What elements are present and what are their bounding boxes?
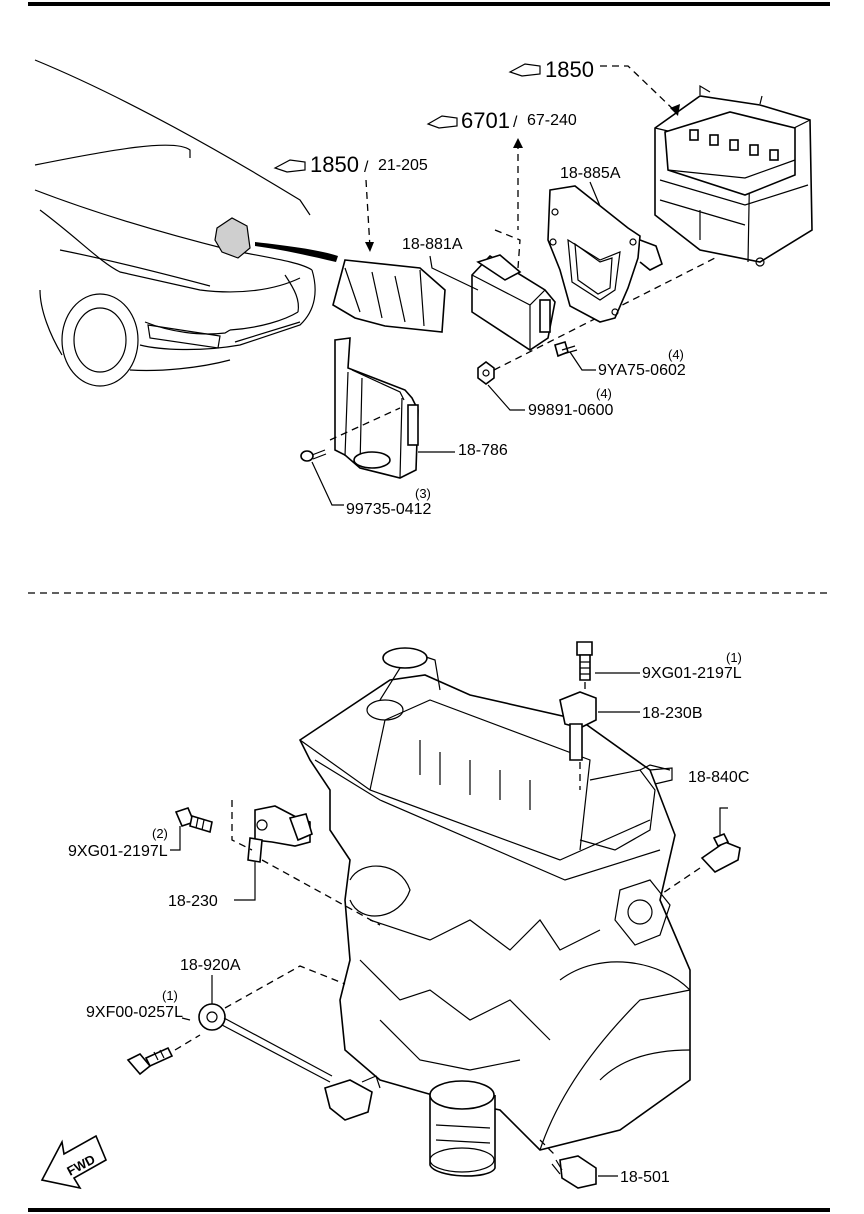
label-9xg01-2197l-left: 9XG01-2197L [68,843,168,860]
battery-ref-callout: 1850 [508,57,594,82]
label-9xf00-0257l: 9XF00-0257L [86,1004,183,1021]
sensor-18-230b [559,691,640,790]
pcm-location-marker [214,217,251,259]
qty-99735: (3) [415,486,431,501]
bracket-18-885a [547,185,663,323]
reference-hand-icon [273,159,306,173]
pcm-ref-sub: 67-240 [527,112,577,129]
upper-callouts: 1850 6701 / 67-240 1850 / 21-205 18-885A… [273,57,686,518]
top-border [28,2,830,6]
label-18-230: 18-230 [168,893,218,910]
engine-assembly [298,647,691,1177]
qty-9xg01-top: (1) [726,650,742,665]
bolt-9xf00-0257l [126,1017,201,1076]
label-18-786: 18-786 [458,442,508,459]
bolt-9ya75-0602 [554,341,596,371]
pcm-cover-21-205 [332,179,446,333]
label-18-885a: 18-885A [560,165,621,182]
qty-9ya75: (4) [668,347,684,362]
pcm-ref-number: 6701 [461,108,510,133]
label-18-501: 18-501 [620,1169,670,1186]
label-9ya75-0602: 9YA75-0602 [598,362,686,379]
sensor-18-840c [659,807,741,896]
pcm-ref-callout: 6701 / 67-240 [426,108,577,133]
qty-9xf00: (1) [162,988,178,1003]
bolt-9xg01-2197l-left [170,807,213,851]
battery-box [600,65,813,267]
engine-room-ref-sub: 21-205 [378,157,428,174]
label-18-840c: 18-840C [688,769,749,786]
bolt-9xg01-2197l-top [576,641,640,695]
vehicle-outline [34,59,338,387]
label-18-881a: 18-881A [402,236,463,253]
qty-9xg01-left: (2) [152,826,168,841]
qty-99891: (4) [596,386,612,401]
label-18-920a: 18-920A [180,957,241,974]
reference-hand-icon [426,115,458,129]
forward-direction-arrow: FWD [40,1134,108,1190]
sensor-18-230 [231,800,381,926]
label-9xg01-2197l-top: 9XG01-2197L [642,665,742,682]
engine-room-ref-callout: 1850 / 21-205 [273,152,428,177]
label-18-230b: 18-230B [642,705,703,722]
reference-hand-icon [508,63,541,77]
label-99891-0600: 99891-0600 [528,402,614,419]
pcm-ref-separator: / [513,114,518,131]
pcm-18-881a [471,138,556,351]
battery-ref-number: 1850 [545,57,594,82]
screw-99735-0412 [300,407,401,506]
engine-room-ref-number: 1850 [310,152,359,177]
engine-room-ref-separator: / [364,159,369,176]
knock-sensor-18-920a [198,965,381,1121]
sensor-18-501 [539,1139,618,1189]
bracket-18-786 [334,337,419,479]
bottom-border [28,1208,830,1212]
label-99735-0412: 99735-0412 [346,501,432,518]
lower-callouts: (1) 9XG01-2197L 18-230B 18-840C (2) 9XG0… [68,650,749,1186]
